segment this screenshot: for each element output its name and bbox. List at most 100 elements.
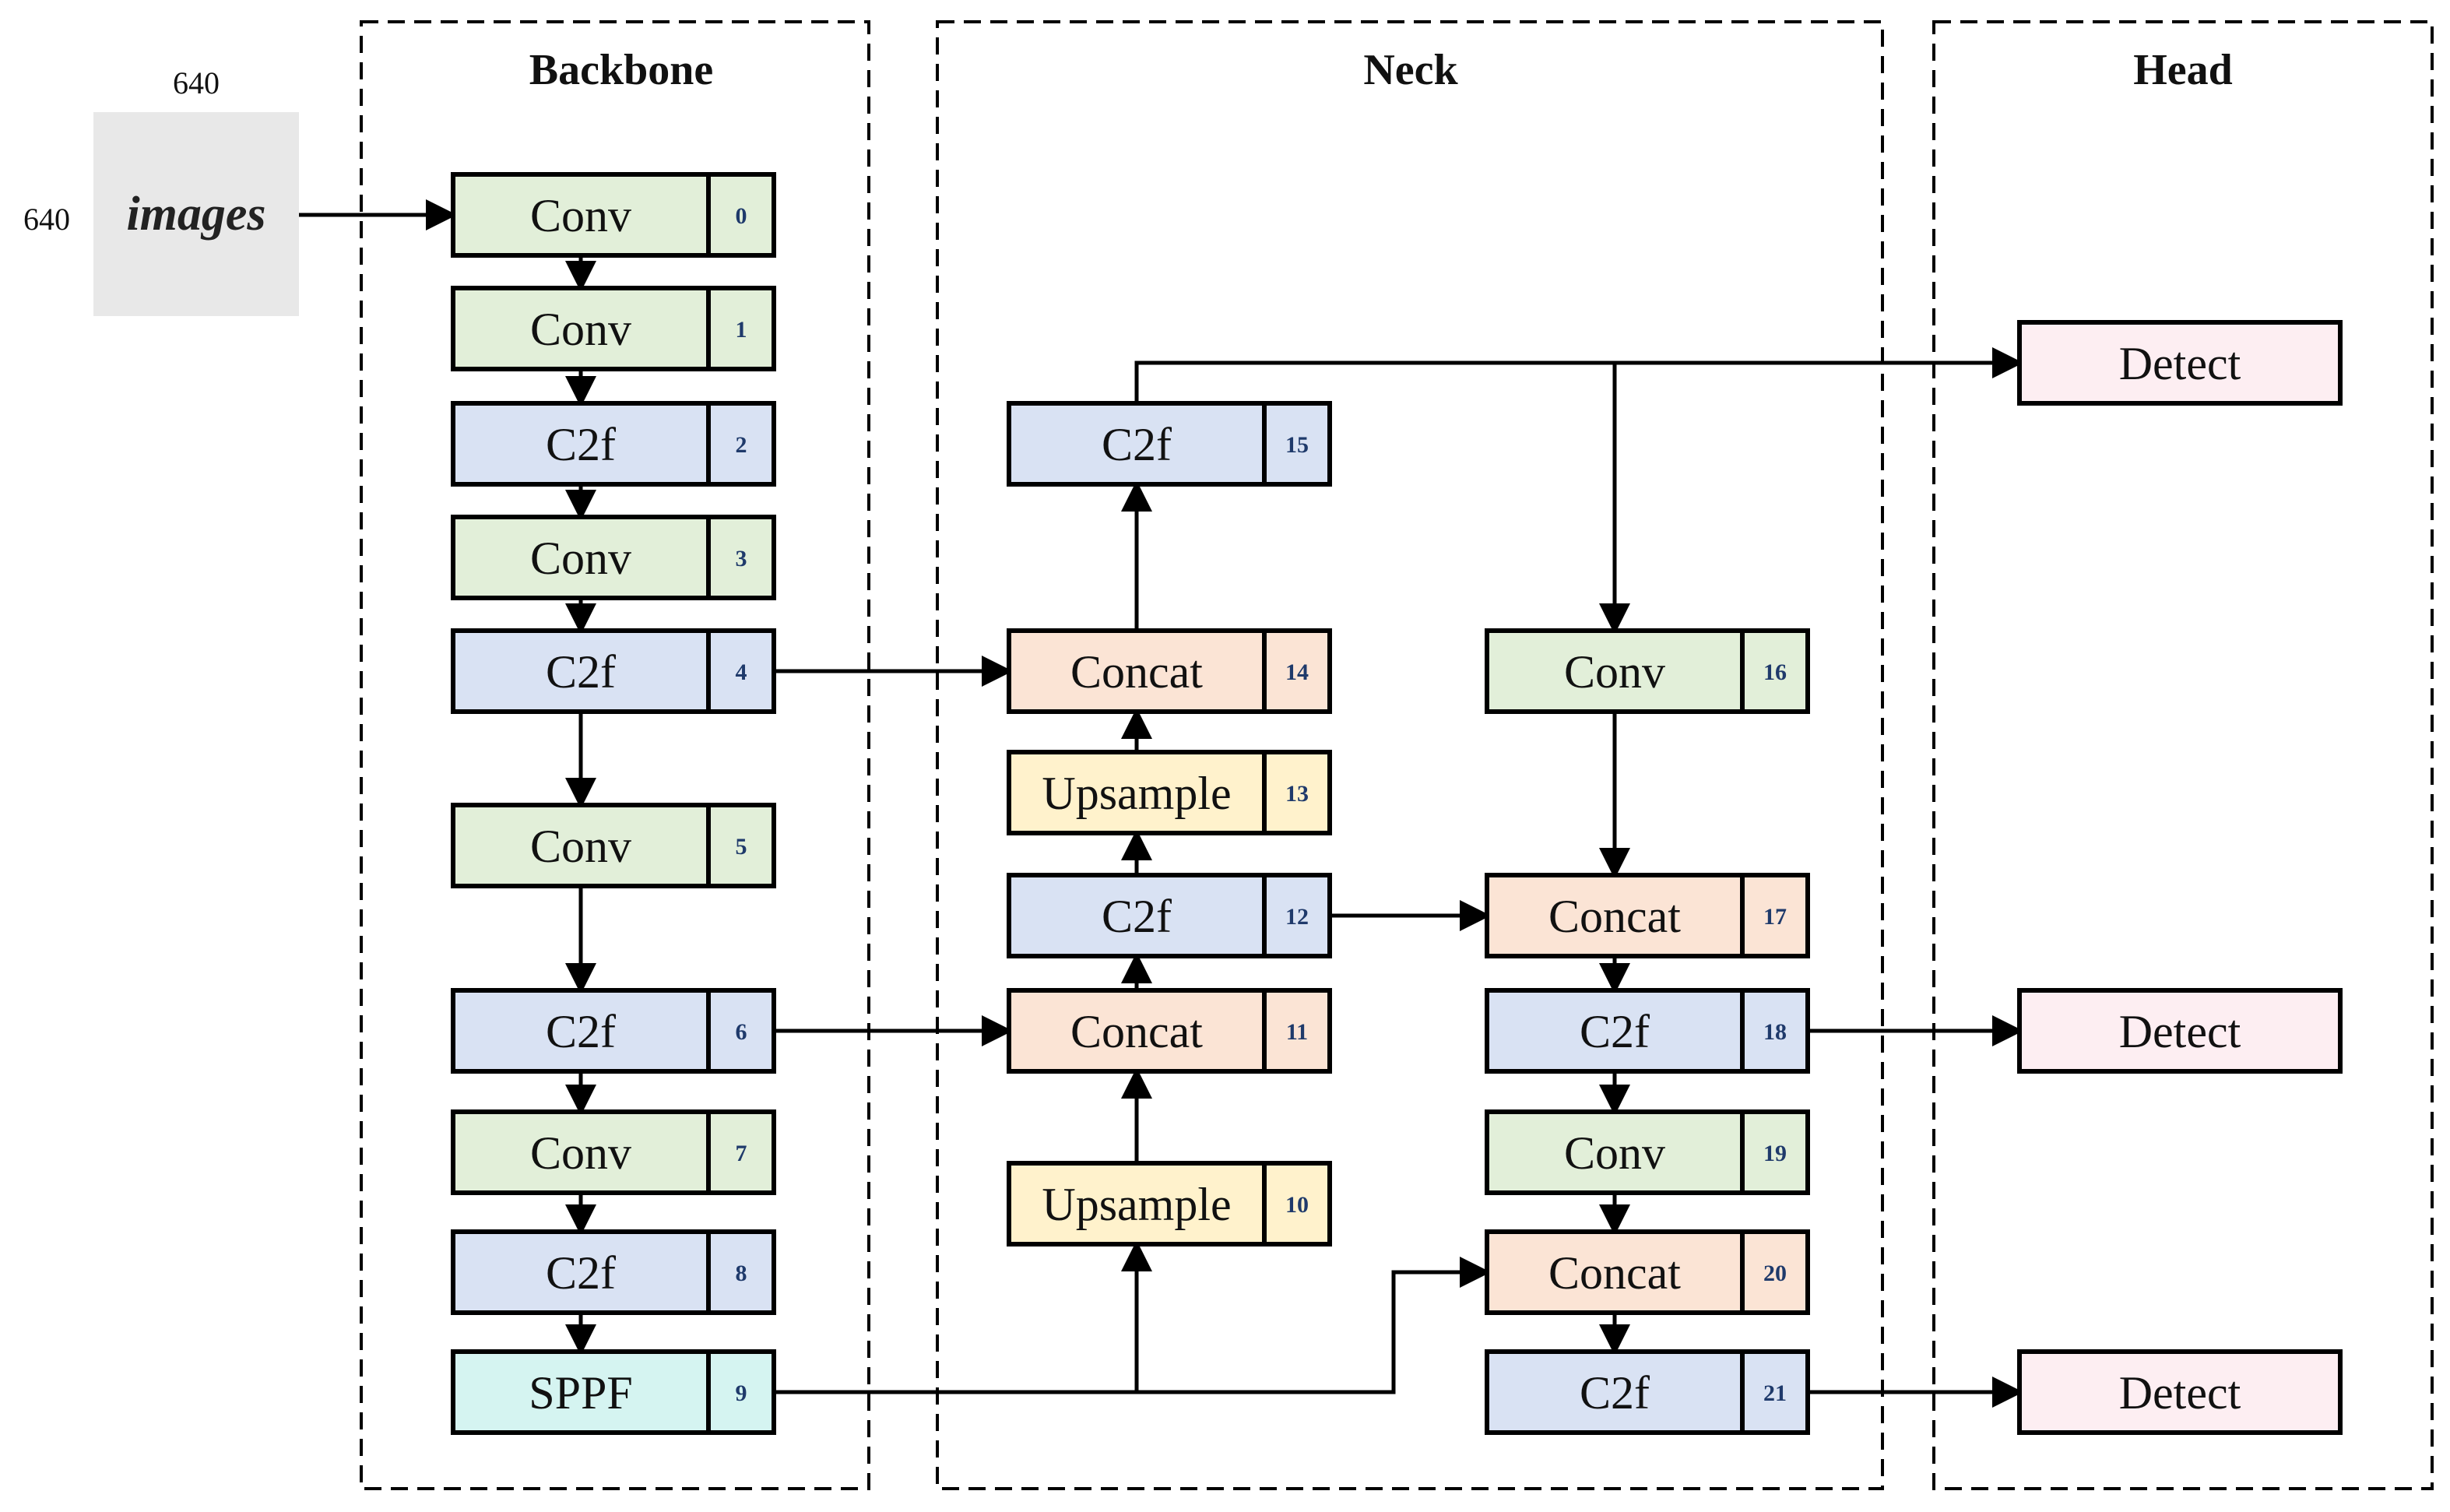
detect-block-2: Detect	[2017, 988, 2343, 1074]
block-label: Concat	[1070, 1006, 1203, 1057]
block-index: 9	[736, 1380, 747, 1406]
block-index: 8	[736, 1261, 747, 1286]
block-sppf-9: SPPF 9	[451, 1349, 776, 1435]
block-index: 6	[736, 1019, 747, 1045]
edges-layer	[299, 199, 2023, 1408]
block-concat-14: Concat 14	[1007, 628, 1332, 714]
block-index: 21	[1763, 1380, 1787, 1406]
block-body	[1485, 1229, 1810, 1315]
block-body	[451, 1229, 776, 1315]
block-label: Concat	[1548, 891, 1681, 942]
input-width-label: 640	[173, 65, 220, 100]
block-index: 5	[736, 834, 747, 860]
block-concat-17: Concat 17	[1485, 873, 1810, 958]
block-label: Conv	[1564, 646, 1665, 698]
block-label: Conv	[530, 533, 631, 584]
block-concat-11: Concat 11	[1007, 988, 1332, 1074]
block-index: 0	[736, 203, 747, 229]
detect-body	[2017, 1349, 2343, 1435]
detect-block-1: Detect	[2017, 320, 2343, 406]
block-body	[451, 286, 776, 371]
block-body	[1007, 401, 1332, 487]
block-index: 12	[1285, 904, 1309, 930]
block-body	[451, 803, 776, 888]
block-body	[451, 401, 776, 487]
block-c2f-18: C2f 18	[1485, 988, 1810, 1074]
block-body	[451, 1349, 776, 1435]
block-label: C2f	[546, 1247, 616, 1299]
block-label: C2f	[546, 419, 616, 470]
detect-body	[2017, 988, 2343, 1074]
block-index: 10	[1285, 1192, 1309, 1218]
block-index: 16	[1763, 659, 1787, 685]
edge-b9-to-b10	[774, 1240, 1152, 1394]
block-conv-16: Conv 16	[1485, 628, 1810, 714]
block-index: 15	[1285, 432, 1309, 458]
block-upsample-13: Upsample 13	[1007, 750, 1332, 835]
block-body	[1007, 628, 1332, 714]
block-index: 14	[1285, 659, 1309, 685]
edge-b15-to-d1	[1134, 347, 2023, 403]
block-label: Concat	[1548, 1247, 1681, 1299]
block-label: SPPF	[529, 1367, 632, 1419]
block-label: Upsample	[1042, 1179, 1231, 1230]
block-label: Conv	[530, 821, 631, 872]
block-body	[1007, 1161, 1332, 1247]
block-body	[1007, 988, 1332, 1074]
block-label: C2f	[546, 1006, 616, 1057]
neck-section-frame	[936, 20, 1884, 1490]
block-body	[1485, 988, 1810, 1074]
input-image-label: images	[126, 188, 265, 241]
block-body	[1007, 750, 1332, 835]
block-label: Upsample	[1042, 768, 1231, 819]
block-body	[451, 628, 776, 714]
block-label: Conv	[1564, 1127, 1665, 1179]
detect-block-3: Detect	[2017, 1349, 2343, 1435]
block-c2f-4: C2f 4	[451, 628, 776, 714]
block-body	[451, 172, 776, 258]
block-conv-19: Conv 19	[1485, 1109, 1810, 1195]
backbone-title: Backbone	[529, 46, 714, 94]
detect-label: Detect	[2119, 1367, 2241, 1419]
block-body	[1485, 1109, 1810, 1195]
block-index: 18	[1763, 1019, 1787, 1045]
detect-label: Detect	[2119, 338, 2241, 389]
detect-body	[2017, 320, 2343, 406]
block-label: C2f	[1102, 419, 1172, 470]
block-body	[1007, 873, 1332, 958]
block-index: 1	[736, 317, 747, 343]
block-body	[451, 1109, 776, 1195]
block-index: 2	[736, 432, 747, 458]
block-index: 3	[736, 546, 747, 571]
block-label: Concat	[1070, 646, 1203, 698]
block-index: 13	[1285, 781, 1309, 807]
block-index: 11	[1286, 1019, 1308, 1045]
block-index: 19	[1763, 1141, 1787, 1166]
block-index: 17	[1763, 904, 1787, 930]
backbone-section-frame	[360, 20, 870, 1490]
block-upsample-10: Upsample 10	[1007, 1161, 1332, 1247]
block-conv-5: Conv 5	[451, 803, 776, 888]
block-c2f-2: C2f 2	[451, 401, 776, 487]
block-conv-3: Conv 3	[451, 515, 776, 600]
block-body	[1485, 1349, 1810, 1435]
block-body	[451, 988, 776, 1074]
block-c2f-6: C2f 6	[451, 988, 776, 1074]
block-label: C2f	[1580, 1006, 1650, 1057]
input-image-block	[93, 112, 299, 316]
block-label: Conv	[530, 1127, 631, 1179]
block-label: C2f	[546, 646, 616, 698]
head-title: Head	[2133, 46, 2233, 94]
block-body	[451, 515, 776, 600]
block-body	[1485, 873, 1810, 958]
input-height-label: 640	[23, 202, 70, 237]
block-label: Conv	[530, 304, 631, 355]
block-index: 4	[736, 659, 747, 685]
